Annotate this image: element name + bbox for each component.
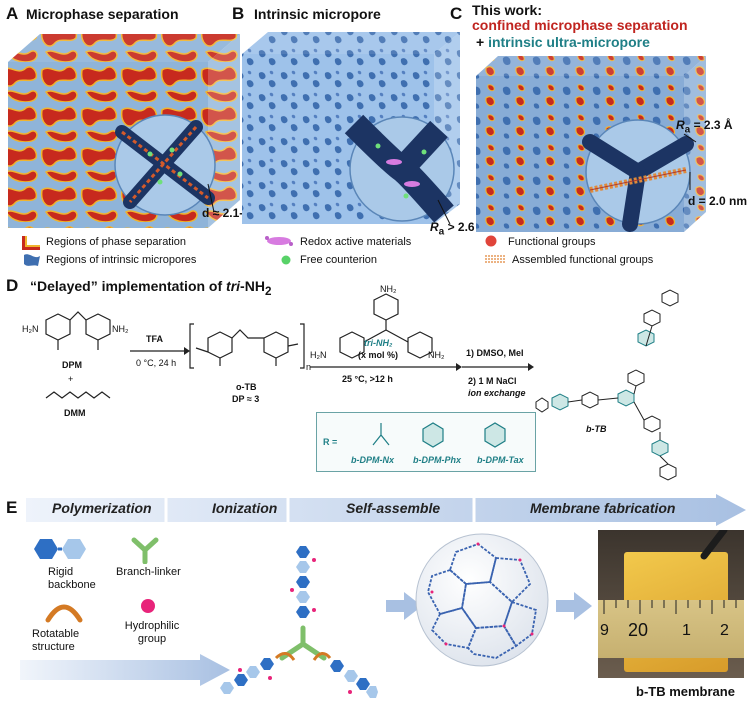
- legend-redox: Redox active materials: [300, 236, 412, 248]
- functional-group-icon: [485, 235, 497, 247]
- plus-sign: +: [68, 374, 74, 384]
- step-nacl: 2) 1 M NaCl: [468, 376, 517, 386]
- r-group-tax: b-DPM-Tax: [477, 455, 524, 465]
- confined-channels: [582, 134, 694, 232]
- panel-b-letter: B: [232, 4, 245, 23]
- legend-counterion: Free counterion: [300, 254, 378, 266]
- micropore-region-icon: [24, 254, 40, 266]
- rotatable-structure-icon: [45, 604, 83, 623]
- counterion-icon: [281, 255, 291, 265]
- tri-nh2-condition: 25 °C, >12 h: [342, 374, 393, 384]
- microphase-cross-channels: [115, 120, 215, 209]
- branched-polymer-illustration: [220, 546, 378, 698]
- panel-c-letter: C: [450, 4, 463, 23]
- ruler-number-20: 20: [628, 620, 649, 640]
- tri-nh2-mol-percent: (x mol %): [358, 350, 399, 360]
- ruler: 9 20 1 2: [598, 600, 744, 658]
- r-group-nx: b-DPM-Nx: [351, 455, 394, 465]
- stage-self-assemble: Self-assemble: [346, 500, 441, 516]
- confined-d-label: d = 2.0 nm: [688, 194, 748, 208]
- micropore-channel: [344, 114, 454, 223]
- hydrophilic-group-label: Hydrophilic group: [124, 620, 180, 645]
- btb-structure: [535, 289, 679, 481]
- ruler-number-2: 2: [720, 622, 729, 639]
- arrow-methylation: [462, 363, 534, 371]
- legend-phase-separation: Regions of phase separation: [46, 236, 187, 248]
- legend-micropores: Regions of intrinsic micropores: [46, 254, 197, 266]
- rotatable-structure-label: Rotatable structure: [32, 628, 80, 653]
- panel-a-letter: A: [6, 4, 19, 23]
- arrow-to-network: [386, 592, 422, 620]
- panel-d-letter: D: [6, 276, 19, 295]
- r-group-label: R =: [323, 437, 338, 447]
- process-arrow-band: [26, 494, 746, 526]
- dpm-structure: [45, 311, 111, 350]
- r-group-box: R = b-DPM-Nx b-DPM-Phx b-DPM-Tax: [316, 412, 536, 472]
- stage-polymerization: Polymerization: [52, 500, 152, 516]
- btb-label: b-TB: [586, 424, 607, 434]
- panel-d-title: “Delayed” implementation of tri-NH2: [30, 278, 272, 298]
- arrow-to-membrane: [556, 592, 592, 620]
- dpm-amine-left: H₂N: [22, 324, 39, 334]
- dpm-amine-right: NH₂: [112, 324, 129, 334]
- tfa-condition: 0 °C, 24 h: [136, 358, 177, 368]
- legend-assembled: Assembled functional groups: [512, 254, 654, 266]
- stage-ionization: Ionization: [212, 500, 278, 516]
- step-ion-exchange: ion exchange: [468, 388, 526, 398]
- lower-arrow: [20, 654, 230, 686]
- hydrophilic-group-icon: [141, 599, 155, 613]
- legend-functional: Functional groups: [508, 236, 596, 248]
- dmm-structure: [45, 391, 111, 399]
- tri-nh2-top-amine: NH₂: [380, 284, 397, 294]
- micropore-cube: [242, 32, 460, 225]
- tri-nh2-label: tri-NH₂: [364, 338, 393, 348]
- branch-linker-label: Branch-linker: [116, 566, 181, 578]
- panel-c-line3: + intrinsic ultra-micropore: [476, 34, 650, 50]
- self-assembled-network: [415, 533, 549, 667]
- microphase-cube: [8, 34, 240, 228]
- membrane-caption: b-TB membrane: [636, 684, 735, 699]
- otb-dp-label: DP ≈ 3: [232, 394, 260, 404]
- membrane-photo: 9 20 1 2: [598, 530, 744, 678]
- ruler-number-9: 9: [600, 622, 609, 639]
- redox-material-icon: [265, 236, 293, 246]
- otb-repeat-n: n: [306, 362, 312, 372]
- tri-nh2-structure: [339, 293, 433, 359]
- phase-separation-icon: [22, 236, 40, 250]
- panel-c-line1: This work:: [472, 2, 543, 18]
- assembled-groups-icon: [485, 255, 505, 263]
- arrow-tri-nh2: [310, 363, 462, 371]
- dmm-label: DMM: [64, 408, 86, 418]
- stage-membrane-fabrication: Membrane fabrication: [530, 500, 676, 516]
- otb-structure: [189, 323, 305, 369]
- panel-a-title: Microphase separation: [26, 6, 179, 22]
- tri-nh2-right-amine: NH₂: [428, 350, 445, 360]
- confined-cube: [476, 56, 706, 232]
- ruler-number-1: 1: [682, 622, 691, 639]
- panel-e-letter: E: [6, 498, 18, 517]
- ultra-micropore-ra-label: Ra = 2.3 Å: [676, 118, 733, 136]
- arrow-tfa: [130, 347, 190, 355]
- step-dmso-mei: 1) DMSO, MeI: [466, 348, 524, 358]
- rigid-backbone-label: Rigid backbone: [48, 566, 96, 591]
- tfa-label: TFA: [146, 334, 163, 344]
- tweezer-tip: [700, 530, 728, 560]
- dpm-label: DPM: [62, 360, 82, 370]
- r-group-phx: b-DPM-Phx: [413, 455, 461, 465]
- tri-nh2-left-amine: H₂N: [310, 350, 327, 360]
- rigid-backbone-icon: [34, 539, 86, 559]
- r-group-structures: [372, 422, 506, 448]
- panel-c-line2: confined microphase separation: [472, 17, 688, 33]
- branch-linker-icon: [131, 537, 159, 564]
- otb-label: o-TB: [236, 382, 257, 392]
- panel-b-title: Intrinsic micropore: [254, 6, 381, 22]
